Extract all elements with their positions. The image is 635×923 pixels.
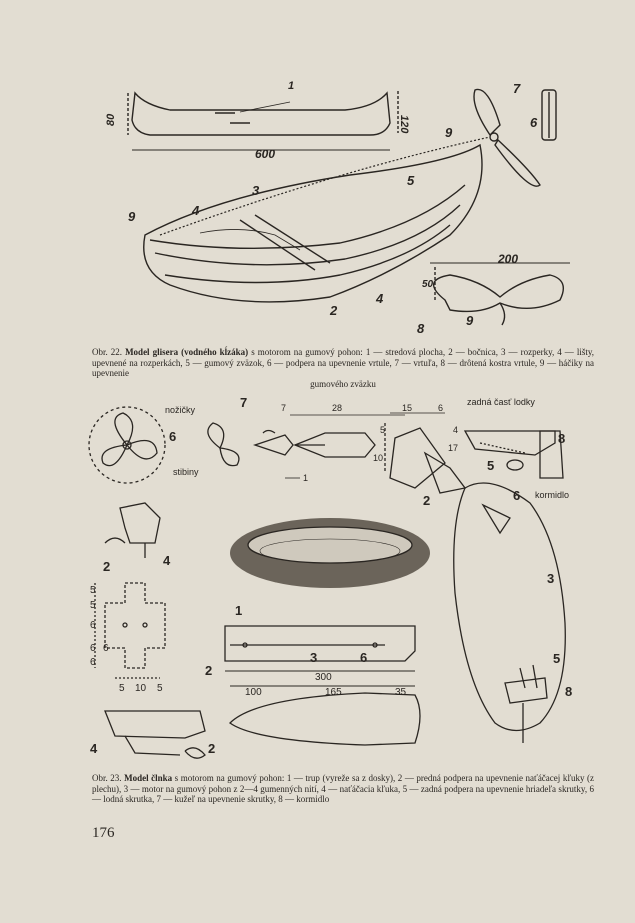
dim-17: 17 bbox=[448, 443, 458, 453]
dim-1: 1 bbox=[303, 473, 308, 483]
label-7: 7 bbox=[240, 395, 247, 410]
label-zadna-cast: zadná časť lodky bbox=[467, 397, 535, 407]
label-8-top: 8 bbox=[558, 431, 565, 446]
dim-100: 100 bbox=[245, 687, 262, 698]
label-1: 1 bbox=[288, 80, 294, 92]
figure-22-glider-drawing: 1 80 120 600 7 6 9 5 3 4 9 4 2 200 50 8 … bbox=[105, 80, 570, 336]
label-5-top: 5 bbox=[487, 458, 494, 473]
label-kormidlo: kormidlo bbox=[535, 490, 569, 500]
label-2-boat: 2 bbox=[423, 493, 430, 508]
label-9-left: 9 bbox=[128, 209, 136, 224]
label-7: 7 bbox=[513, 81, 521, 96]
label-2-bracket: 2 bbox=[103, 559, 110, 574]
caption-22-prefix: Obr. 22. bbox=[92, 347, 123, 357]
caption-23-title: Model člnka bbox=[124, 773, 173, 783]
dim-28: 28 bbox=[332, 403, 342, 413]
label-2: 2 bbox=[329, 303, 338, 318]
dim-120: 120 bbox=[398, 115, 410, 134]
figure-23-boat-drawing: nožičky stibiny zadná časť lodky kormidl… bbox=[88, 395, 572, 759]
dim-165: 165 bbox=[325, 687, 342, 698]
dim-s6-d: 6 bbox=[90, 657, 96, 668]
label-nozicky: nožičky bbox=[165, 405, 196, 415]
label-1-side: 1 bbox=[235, 603, 242, 618]
label-4-top: 4 bbox=[191, 203, 200, 218]
label-3-side: 3 bbox=[310, 650, 317, 665]
caption-22-title: Model glisera (vodného kĺzáka) bbox=[125, 347, 249, 357]
dim-s5-a: 5 bbox=[90, 585, 96, 596]
dim-s5-b: 5 bbox=[90, 600, 96, 611]
label-4-bracket: 4 bbox=[163, 553, 171, 568]
label-6-top: 6 bbox=[513, 488, 520, 503]
label-3: 3 bbox=[252, 183, 260, 198]
dim-80: 80 bbox=[105, 113, 117, 126]
dim-b5-a: 5 bbox=[119, 683, 125, 694]
dim-7: 7 bbox=[281, 403, 286, 413]
page-number: 176 bbox=[92, 825, 115, 841]
label-4-bottom: 4 bbox=[375, 291, 384, 306]
label-8: 8 bbox=[417, 321, 425, 336]
figure-22-caption: Obr. 22. Model glisera (vodného kĺzáka) … bbox=[92, 347, 594, 389]
label-3-boat: 3 bbox=[547, 571, 554, 586]
caption-22-body: s motorom na gumový pohon: 1 — stredová … bbox=[92, 347, 594, 378]
label-stibiny: stibiny bbox=[173, 467, 199, 477]
dim-6: 6 bbox=[438, 403, 443, 413]
caption-23-prefix: Obr. 23. bbox=[92, 773, 122, 783]
dim-s6-b: 6 bbox=[90, 643, 96, 654]
label-2-side: 2 bbox=[205, 663, 212, 678]
dim-35: 35 bbox=[395, 687, 407, 698]
caption-22-tail: gumového zväzku bbox=[310, 378, 376, 389]
dim-5: 5 bbox=[380, 425, 385, 435]
dim-600: 600 bbox=[255, 147, 275, 161]
label-6-side: 6 bbox=[360, 650, 367, 665]
dim-s6-c: 6 bbox=[103, 643, 109, 654]
dim-50: 50 bbox=[422, 279, 434, 290]
label-8-boat: 8 bbox=[565, 684, 572, 699]
dim-300: 300 bbox=[315, 672, 332, 683]
dim-s6-a: 6 bbox=[90, 620, 96, 631]
label-6-prop: 6 bbox=[169, 429, 176, 444]
dim-b10: 10 bbox=[135, 683, 147, 694]
label-4-crank: 4 bbox=[90, 741, 98, 756]
dim-4: 4 bbox=[453, 425, 458, 435]
label-9-top: 9 bbox=[445, 125, 453, 140]
figure-23-caption: Obr. 23. Model člnka s motorom na gumový… bbox=[92, 773, 594, 805]
dim-200: 200 bbox=[497, 252, 518, 266]
label-2-crank: 2 bbox=[208, 741, 215, 756]
label-9-bottom: 9 bbox=[466, 313, 474, 328]
caption-23-body: s motorom na gumový pohon: 1 — trup (vyr… bbox=[92, 773, 595, 804]
dim-b5-b: 5 bbox=[157, 683, 163, 694]
label-5: 5 bbox=[407, 173, 415, 188]
label-6: 6 bbox=[530, 115, 538, 130]
dim-10: 10 bbox=[373, 453, 383, 463]
label-5-boat: 5 bbox=[553, 651, 560, 666]
dim-15: 15 bbox=[402, 403, 412, 413]
